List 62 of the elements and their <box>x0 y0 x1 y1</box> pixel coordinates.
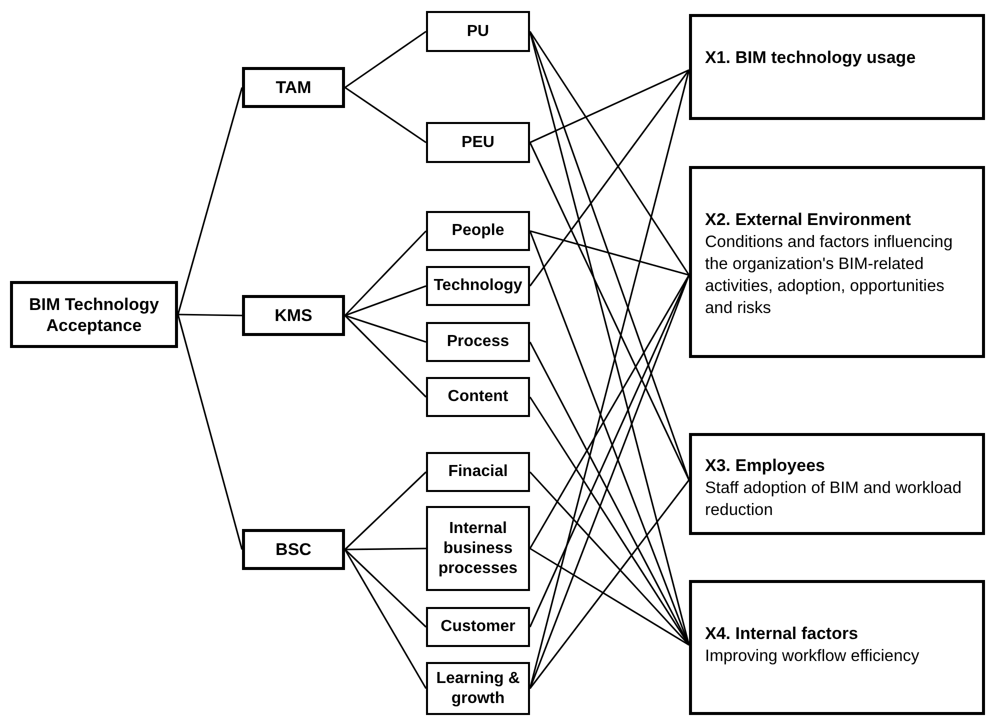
connector-line <box>344 548 426 550</box>
node-description: Conditions and factors influencing the organization's BIM-related activities, adoption, opportunities and risks <box>705 232 954 319</box>
factor-box <box>689 433 985 535</box>
node-title: BSC <box>276 539 312 560</box>
concept-box <box>426 211 530 251</box>
node-title: X3. Employees <box>705 455 826 477</box>
connector-line <box>529 31 690 276</box>
node-title: Customer <box>440 617 516 637</box>
factor-box <box>689 580 985 715</box>
node-title: X1. BIM technology usage <box>705 47 916 69</box>
node-title: PEU <box>462 132 494 152</box>
concept-box <box>10 281 178 348</box>
node-title: PU <box>466 22 490 42</box>
node-description: Improving workflow efficiency <box>705 646 920 667</box>
concept-box <box>426 452 530 492</box>
connector-line <box>177 314 243 550</box>
concept-box <box>426 266 530 306</box>
node-title: Technology <box>434 276 522 296</box>
concept-box <box>426 607 530 647</box>
concept-box <box>242 295 345 336</box>
node-title: People <box>452 221 504 241</box>
connector-line <box>178 314 242 316</box>
connector-line <box>344 285 426 316</box>
connector-line <box>344 548 427 628</box>
node-title: Internal business processes <box>437 518 519 578</box>
node-title: Finacial <box>448 462 508 482</box>
connector-line <box>529 471 690 646</box>
connector-line <box>529 31 690 480</box>
factor-box <box>689 14 985 120</box>
node-title: X2. External Environment <box>705 209 911 231</box>
connector-line <box>530 230 690 276</box>
concept-box <box>426 122 530 163</box>
node-title: BIM Technology Acceptance <box>28 294 160 336</box>
concept-box <box>426 11 530 52</box>
concept-box <box>426 506 530 591</box>
connector-line <box>529 274 690 549</box>
concept-box <box>426 322 530 362</box>
node-title: X4. Internal factors <box>705 623 858 645</box>
node-title: TAM <box>276 77 312 98</box>
concept-box <box>242 529 345 570</box>
connector-line <box>177 87 243 315</box>
connector-line <box>344 86 426 144</box>
node-title: Content <box>448 387 508 407</box>
connector-line <box>344 314 426 343</box>
concept-box <box>426 377 530 417</box>
node-title: Learning & growth <box>435 668 521 708</box>
connector-line <box>344 549 427 689</box>
node-title: Process <box>446 332 510 352</box>
connector-line <box>530 69 690 144</box>
connector-line <box>529 142 690 480</box>
connector-line <box>529 480 690 689</box>
concept-box <box>426 662 530 715</box>
connector-line <box>344 230 427 316</box>
concept-box <box>242 67 345 108</box>
connector-line <box>530 548 690 646</box>
connector-line <box>529 70 690 286</box>
node-title: KMS <box>274 305 312 326</box>
connector-line <box>344 314 427 398</box>
factor-box <box>689 166 985 358</box>
connector-line <box>344 30 426 88</box>
connector-line <box>344 471 427 550</box>
node-description: Staff adoption of BIM and workload reduction <box>705 478 963 521</box>
